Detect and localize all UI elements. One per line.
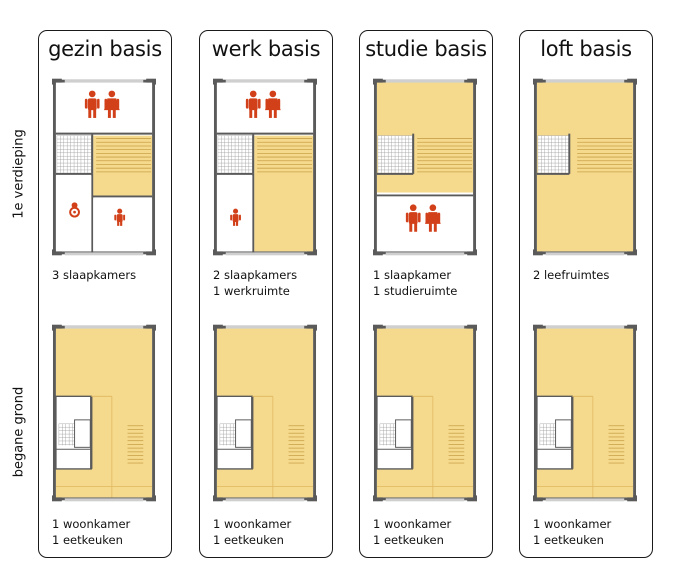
ground-caption: 1 woonkamer 1 eetkeuken [373, 516, 451, 548]
floorplan-upper [373, 78, 477, 256]
male-figure-icon [84, 90, 100, 118]
variant-card-loft: loft basis 2 leefruimtes 1 woonkamer 1 e… [519, 30, 653, 558]
bathroom-tiles [58, 423, 75, 446]
card-title: werk basis [211, 37, 321, 61]
caption-line: 1 slaapkamer [373, 268, 452, 282]
ground-caption: 1 woonkamer 1 eetkeuken [52, 516, 130, 548]
bathroom-tiles [537, 135, 570, 173]
ground-caption: 1 woonkamer 1 eetkeuken [213, 516, 291, 548]
floorplan-ground [52, 324, 156, 502]
bathroom-tiles [377, 135, 414, 173]
ground-floor-plan [52, 324, 156, 502]
card-title: gezin basis [48, 37, 162, 61]
child-figure-icon [230, 208, 241, 226]
stairs-icon [127, 425, 144, 464]
ground-floor-plan [213, 324, 317, 502]
bathroom-tiles [56, 135, 93, 173]
stairs-icon [577, 138, 633, 173]
female-figure-icon [104, 90, 120, 118]
floorplan-upper [213, 78, 317, 256]
caption-line: 2 slaapkamers [213, 268, 298, 282]
caption-line: 1 werkruimte [213, 284, 290, 298]
ground-floor-plan [373, 324, 477, 502]
row-label-ground: begane grond [11, 386, 27, 478]
bathroom-tiles [217, 135, 254, 173]
stairs-icon [417, 138, 473, 173]
card-title: studie basis [365, 37, 487, 61]
ground-floor-plan [533, 324, 637, 502]
floorplan-upper [52, 78, 156, 256]
caption-line: 1 woonkamer [533, 517, 612, 531]
caption-line: 3 slaapkamers [52, 268, 137, 282]
row-label-upper: 1e verdieping [11, 129, 27, 219]
card-title: loft basis [540, 37, 632, 61]
bathroom-tiles [219, 423, 236, 446]
bathroom-tiles [539, 423, 556, 446]
caption-line: 1 woonkamer [373, 517, 452, 531]
stairs-icon [288, 425, 305, 464]
upper-caption: 2 leefruimtes [533, 267, 609, 283]
upper-floor-plan [52, 78, 156, 256]
upper-floor-plan [373, 78, 477, 256]
upper-floor-plan [533, 78, 637, 256]
stairs-icon [608, 425, 625, 464]
upper-caption: 2 slaapkamers 1 werkruimte [213, 267, 297, 299]
caption-line: 1 woonkamer [52, 517, 131, 531]
caption-line: 1 eetkeuken [533, 533, 604, 547]
upper-floor-plan [213, 78, 317, 256]
caption-line: 1 woonkamer [213, 517, 292, 531]
floorplan-ground [373, 324, 477, 502]
male-figure-icon [405, 204, 421, 232]
caption-line: 1 eetkeuken [373, 533, 444, 547]
caption-line: 2 leefruimtes [533, 268, 610, 282]
floorplan-ground [213, 324, 317, 502]
ground-caption: 1 woonkamer 1 eetkeuken [533, 516, 611, 548]
baby-figure-icon [69, 202, 80, 218]
caption-line: 1 eetkeuken [213, 533, 284, 547]
floorplan-ground [533, 324, 637, 502]
variant-card-studie: studie basis 1 slaapkamer 1 studieruimte [359, 30, 493, 558]
child-figure-icon [114, 208, 126, 226]
variant-card-gezin: gezin basis 3 slaapkamers [38, 30, 172, 558]
caption-line: 1 studieruimte [373, 284, 458, 298]
male-figure-icon [245, 90, 261, 118]
floorplan-upper [533, 78, 637, 256]
upper-caption: 3 slaapkamers [52, 267, 136, 283]
female-figure-icon [265, 90, 281, 118]
stairs-icon [448, 425, 465, 464]
stairs-icon [257, 138, 313, 173]
bathroom-tiles [379, 423, 396, 446]
caption-line: 1 eetkeuken [52, 533, 123, 547]
stairs-icon [96, 138, 152, 173]
female-figure-icon [425, 204, 441, 232]
upper-caption: 1 slaapkamer 1 studieruimte [373, 267, 457, 299]
variant-card-werk: werk basis 2 slaapkamers 1 werkruimte [199, 30, 333, 558]
